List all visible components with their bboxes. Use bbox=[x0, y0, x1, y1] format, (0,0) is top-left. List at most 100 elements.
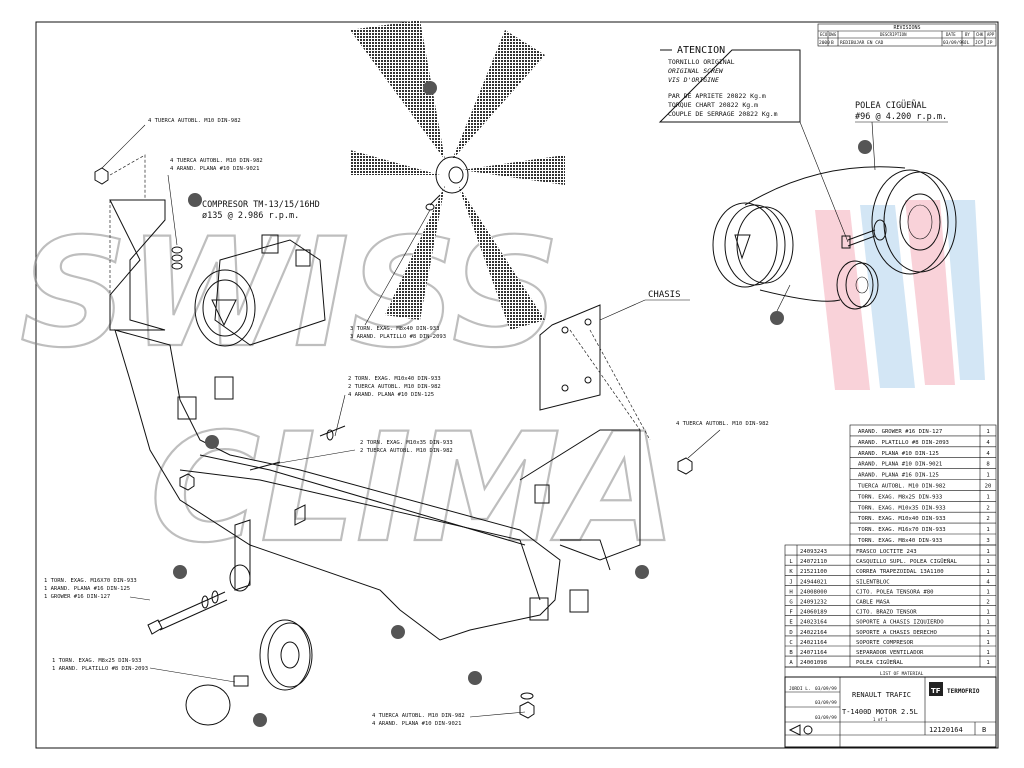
sheet-number: 1 of 1 bbox=[873, 717, 888, 722]
crank-pulley-assembly: POLEA CIGÜEÑAL #96 @ 4.200 r.p.m. bbox=[712, 100, 957, 325]
bom-hw-qty: 8 bbox=[986, 462, 990, 468]
bom-part-desc: SEPARADOR VENTILADOR bbox=[856, 650, 924, 656]
note-6: 4 TUERCA AUTOBL. M10 DIN-982 bbox=[676, 421, 769, 427]
bom-hw-qty: 2 bbox=[986, 516, 989, 522]
bom-hw-qty: 20 bbox=[985, 484, 992, 490]
chasis-plate: CHASIS bbox=[539, 290, 690, 441]
bom-hw-qty: 4 bbox=[986, 440, 990, 446]
bom-hw-desc: ARAND. PLANA #10 DIN-125 bbox=[858, 451, 939, 457]
chasis-label: CHASIS bbox=[648, 290, 681, 300]
note-4b: 2 TUERCA AUTOBL. M10 DIN-982 bbox=[348, 384, 441, 390]
bom-hw-desc: TUERCA AUTOBL. M10 DIN-982 bbox=[858, 484, 946, 490]
watermark: SWISS CLIMA bbox=[19, 206, 678, 577]
note-8a: 1 TORN. EXAG. M8x25 DIN-933 bbox=[52, 658, 141, 664]
bom-part-code: 24944021 bbox=[800, 579, 827, 585]
bom-part-desc: CJTO. POLEA TENSORA #80 bbox=[856, 589, 933, 595]
rev-chk: JCP bbox=[975, 40, 983, 46]
bom-part-code: 24060189 bbox=[800, 610, 827, 616]
rev-desc: REDIBUJAR EN CAD bbox=[840, 40, 884, 46]
bom-part-qty: 1 bbox=[986, 589, 989, 595]
note-9a: 4 TUERCA AUTOBL. M10 DIN-982 bbox=[372, 713, 465, 719]
bom-part-item: K bbox=[789, 569, 793, 575]
rev-header-date: DATE bbox=[946, 32, 956, 37]
drawn-by: JORDI L. bbox=[789, 686, 811, 692]
bom-part-item: D bbox=[789, 630, 793, 636]
compressor-title: COMPRESOR TM-13/15/16HD bbox=[202, 200, 320, 210]
note-bracket-nuts-2b: 4 ARAND. PLANA #10 DIN-9021 bbox=[170, 166, 259, 172]
note-9b: 4 ARAND. PLANA #10 DIN-9021 bbox=[372, 721, 461, 727]
bom-part-qty: 1 bbox=[986, 650, 989, 656]
notice-box: ATENCION TORNILLO ORIGINAL ORIGINAL SCRE… bbox=[658, 45, 849, 243]
bom-part-item: F bbox=[789, 610, 793, 616]
bom-part-desc: CASQUILLO SUPL. POLEA CIGÜEÑAL bbox=[856, 558, 958, 565]
note-bracket-nuts: 4 TUERCA AUTOBL. M10 DIN-982 bbox=[148, 118, 241, 124]
note-5a: 2 TORN. EXAG. M10x35 DIN-933 bbox=[360, 440, 453, 446]
balloon-C-icon bbox=[188, 193, 202, 207]
note-5b: 2 TUERCA AUTOBL. M10 DIN-982 bbox=[360, 448, 453, 454]
date-approved: 03/09/99 bbox=[815, 715, 837, 721]
bom-hw-qty: 1 bbox=[986, 429, 989, 435]
title-line-2: T-1400D MOTOR 2.5L bbox=[842, 708, 918, 716]
bom-hw-desc: ARAND. PLATILLO #8 DIN-2093 bbox=[858, 440, 949, 446]
note-7a: 1 TORN. EXAG. M16X70 DIN-933 bbox=[44, 578, 137, 584]
bom-part-item: E bbox=[789, 620, 793, 626]
bom-hw-qty: 1 bbox=[986, 527, 989, 533]
bom-part-qty: 2 bbox=[986, 600, 989, 606]
bom-part-code: 24091232 bbox=[800, 600, 827, 606]
balloon-E-icon bbox=[635, 565, 649, 579]
support-frame bbox=[114, 329, 693, 727]
bom-part-item: B bbox=[789, 650, 793, 656]
bom-part-desc: CORREA TRAPEZOIDAL 13A1100 bbox=[856, 569, 944, 575]
rev-dwg: B bbox=[831, 40, 834, 46]
fan-assembly: 3 TORN. EXAG. M8x40 DIN-933 3 ARAND. PLA… bbox=[350, 20, 565, 340]
balloon-G-icon bbox=[468, 671, 482, 685]
projection-symbol-icon bbox=[788, 724, 801, 736]
bom-part-code: 24008000 bbox=[800, 589, 827, 595]
brand-logo-mark: TF bbox=[931, 687, 941, 695]
rev-header-chk: CHK bbox=[976, 32, 984, 37]
note-7b: 1 ARAND. PLANA #16 DIN-125 bbox=[44, 586, 130, 592]
note-4c: 4 ARAND. PLANA #10 DIN-125 bbox=[348, 392, 434, 398]
note-7c: 1 GROWER #16 DIN-127 bbox=[44, 594, 110, 600]
bom-hw-desc: ARAND. PLANA #10 DIN-9021 bbox=[858, 462, 942, 468]
bom-part-code: 24021164 bbox=[800, 640, 828, 646]
drawing-revision: B bbox=[982, 726, 986, 734]
revisions-table: REVISIONS ECO DWG DESCRIPTION DATE BY CH… bbox=[817, 23, 997, 47]
pulley-spec: #96 @ 4.200 r.p.m. bbox=[855, 112, 947, 122]
notice-line-2: ORIGINAL SCREW bbox=[668, 67, 724, 75]
bom-part-desc: SOPORTE A CHASIS IZQUIERDO bbox=[856, 620, 944, 626]
bom-hw-desc: TORN. EXAG. M10x40 DIN-933 bbox=[858, 516, 946, 522]
compressor-spec: ø135 @ 2.986 r.p.m. bbox=[202, 211, 299, 221]
bom-hw-desc: ARAND. PLANA #16 DIN-125 bbox=[858, 473, 939, 479]
title-line-1: RENAULT TRAFIC bbox=[852, 691, 911, 699]
bom-part-code: 21521100 bbox=[800, 569, 827, 575]
bom-part-qty: 1 bbox=[986, 559, 989, 565]
rev-by: JL bbox=[964, 40, 970, 46]
drawing-border bbox=[35, 21, 999, 749]
list-of-material-label: LIST OF MATERIAL bbox=[880, 671, 924, 677]
bom-part-item: A bbox=[789, 660, 793, 666]
compressor-assembly: COMPRESOR TM-13/15/16HD ø135 @ 2.986 r.p… bbox=[94, 118, 326, 347]
bom-part-code: 24023164 bbox=[800, 620, 828, 626]
title-block: JORDI L. 03/09/99 03/09/99 03/09/99 RENA… bbox=[784, 676, 997, 748]
watermark-line1: SWISS bbox=[20, 207, 560, 381]
bom-part-code: 24022164 bbox=[800, 630, 828, 636]
watermark-line2: CLIMA bbox=[150, 402, 677, 576]
rev-header-desc: DESCRIPTION bbox=[880, 32, 907, 37]
bom-part-desc: SOPORTE A CHASIS DERECHO bbox=[856, 630, 937, 636]
bom-part-code: 24072110 bbox=[800, 559, 827, 565]
bom-part-code: 24001098 bbox=[800, 660, 828, 666]
bom-hw-desc: TORN. EXAG. M16x70 DIN-933 bbox=[858, 527, 946, 533]
balloon-A-icon bbox=[858, 140, 872, 154]
bom-part-qty: 1 bbox=[986, 610, 989, 616]
bom-hw-qty: 2 bbox=[986, 505, 989, 511]
bom-hw-desc: TORN. EXAG. M10x35 DIN-933 bbox=[858, 505, 946, 511]
date-checked: 03/09/99 bbox=[815, 700, 837, 706]
bom-part-qty: 1 bbox=[986, 549, 989, 555]
rev-header-eco: ECO bbox=[820, 32, 828, 37]
notice-line-3: VIS D'ORIGINE bbox=[668, 76, 719, 84]
note-bracket-nuts-2a: 4 TUERCA AUTOBL. M10 DIN-982 bbox=[170, 158, 263, 164]
pulley-title: POLEA CIGÜEÑAL bbox=[855, 100, 927, 111]
